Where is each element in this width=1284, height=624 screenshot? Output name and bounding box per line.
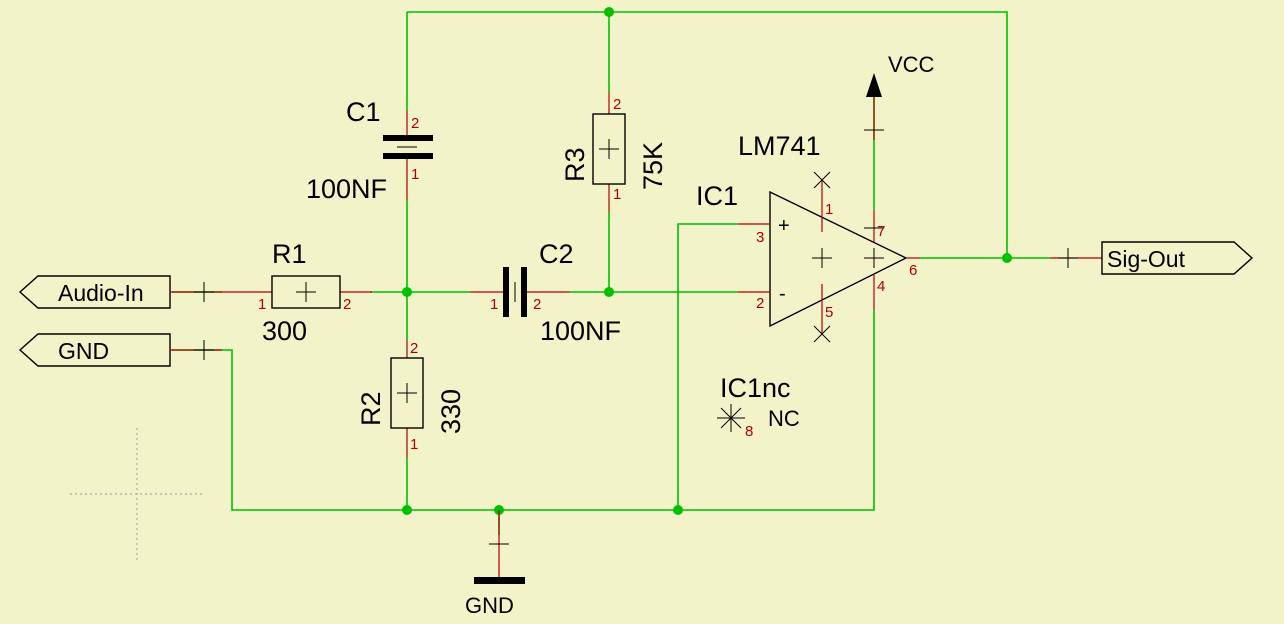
pin-number: 1: [490, 296, 498, 313]
pin-number: 8: [745, 423, 753, 440]
pin-number: 5: [825, 304, 833, 321]
capacitor-plate: [383, 153, 433, 159]
junction-dot: [1002, 253, 1012, 263]
c2-value: 100NF: [540, 316, 621, 346]
r1-ref: R1: [272, 239, 307, 269]
vcc-arrow-icon: [866, 73, 882, 97]
c1-ref: C1: [346, 97, 381, 127]
resistor-r2[interactable]: 2 1 R2 330: [356, 340, 466, 458]
wire-top-bus: [407, 11, 1008, 258]
junction-dot: [673, 505, 683, 515]
port-gnd-label: GND: [58, 338, 109, 364]
gnd-symbol[interactable]: GND: [465, 510, 525, 618]
ic1nc[interactable]: 8 IC1nc NC: [717, 373, 800, 440]
port-sig-out-shape: [1101, 241, 1254, 275]
resistor-body: [271, 275, 341, 309]
pin-number: 1: [410, 436, 418, 453]
port-gnd-in[interactable]: GND: [18, 333, 222, 367]
wire-plus-input: [677, 223, 738, 510]
pin-number: 7: [877, 223, 885, 240]
ic1nc-label: NC: [768, 406, 800, 431]
pin-number: 1: [825, 201, 833, 218]
capacitor-plate: [521, 267, 527, 317]
vcc-label: VCC: [888, 52, 935, 77]
pin-number: 2: [613, 96, 621, 113]
pin-number: 2: [343, 296, 351, 313]
pin-number: 6: [909, 262, 917, 279]
opamp-plus-sign: +: [778, 215, 790, 237]
port-sig-out[interactable]: Sig-Out: [1050, 241, 1254, 275]
capacitor-c1[interactable]: 2 1 C1 100NF: [306, 97, 433, 204]
r2-ref: R2: [356, 391, 386, 426]
opamp-body: [769, 190, 908, 328]
resistor-body: [390, 357, 424, 429]
c1-value: 100NF: [306, 174, 387, 204]
opamp-minus-sign: -: [779, 283, 786, 305]
resistor-r1[interactable]: 1 2 R1 300: [222, 239, 372, 346]
ic1-ref: IC1: [696, 181, 738, 211]
opamp-ic1[interactable]: + - 3 2 1 5 7 4 6 IC1 LM741: [696, 131, 920, 343]
ic1-part: LM741: [738, 131, 821, 161]
ic1nc-ref: IC1nc: [720, 373, 791, 403]
pin-number: 1: [258, 296, 266, 313]
pin-number: 2: [756, 295, 764, 312]
r2-value: 330: [436, 389, 466, 434]
no-connect-x: [813, 325, 831, 343]
junction-dot: [402, 287, 412, 297]
port-audio-in-label: Audio-In: [58, 280, 144, 306]
junction-dot: [402, 505, 412, 515]
r3-value: 75K: [638, 142, 668, 190]
pin-number: 2: [410, 340, 418, 357]
pin-number: 1: [613, 186, 621, 203]
no-connect-x: [813, 171, 831, 189]
r1-value: 300: [262, 316, 307, 346]
junction-dot: [604, 287, 614, 297]
capacitor-plate: [503, 267, 509, 317]
gnd-label: GND: [465, 593, 514, 618]
junctions: [402, 7, 1012, 515]
c2-ref: C2: [539, 239, 574, 269]
wires: [172, 11, 1050, 535]
no-connect-star-icon: [720, 407, 742, 429]
capacitor-plate: [383, 135, 433, 141]
pin-number: 2: [411, 115, 419, 132]
port-sig-out-label: Sig-Out: [1107, 246, 1186, 272]
cursor-crosshair-icon: [70, 428, 204, 562]
resistor-r3[interactable]: 2 1 R3 75K: [560, 92, 668, 212]
pin-number: 3: [756, 229, 764, 246]
gnd-bar-icon: [474, 577, 525, 584]
port-audio-in[interactable]: Audio-In: [18, 275, 222, 309]
pin-number: 4: [877, 278, 885, 295]
pin-number: 1: [411, 166, 419, 183]
junction-dot: [604, 7, 614, 17]
vcc-symbol[interactable]: VCC: [864, 52, 935, 140]
capacitor-c2[interactable]: 1 2 C2 100NF: [470, 239, 621, 346]
resistor-body: [592, 113, 626, 185]
pin-number: 2: [533, 296, 541, 313]
r3-ref: R3: [560, 147, 590, 182]
